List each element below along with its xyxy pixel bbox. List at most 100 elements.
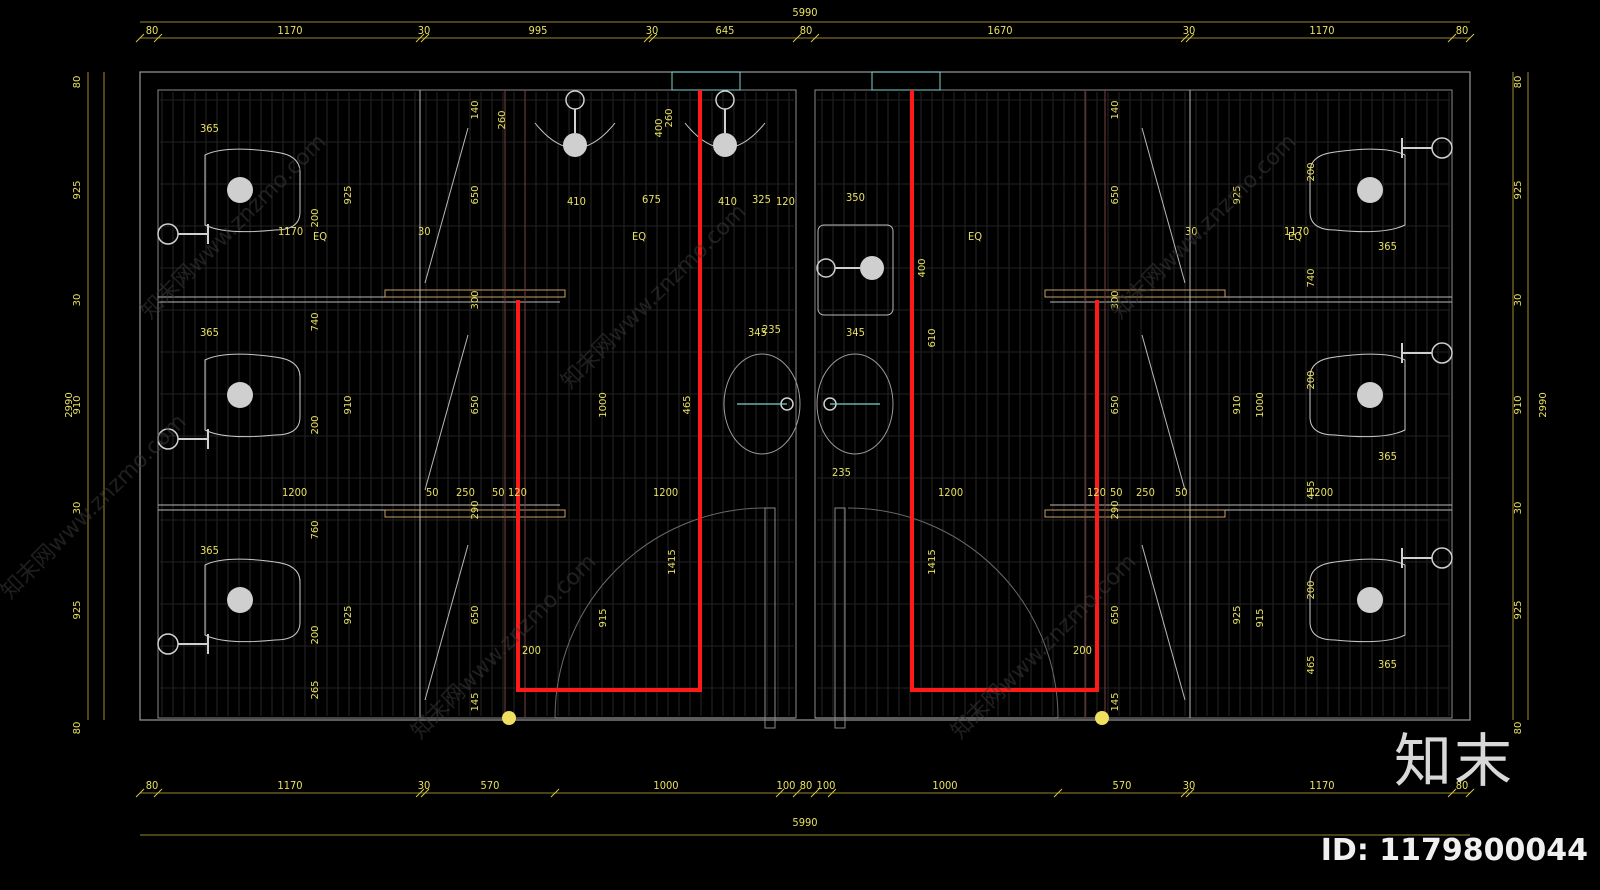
dim-tick [1447, 33, 1457, 43]
bottom-dimension-label: 30 [418, 779, 431, 792]
left-dimension-label: 30 [72, 502, 83, 515]
vertical-dimension-label: 910 [1232, 395, 1243, 414]
dim-tick [648, 33, 658, 43]
label-eq: EQ [632, 230, 646, 243]
left-dimension-label: 80 [72, 76, 83, 89]
label-50: 50 [426, 486, 439, 499]
wall-tile-hatching [160, 92, 1450, 716]
label-365: 365 [200, 326, 219, 339]
vertical-dimension-label: 650 [1110, 395, 1121, 414]
label-350: 350 [846, 191, 865, 204]
supply-pipe-left [516, 90, 702, 692]
label-365: 365 [1378, 240, 1397, 253]
bottom-dimension-label: 570 [1113, 779, 1132, 792]
bottom-dimension-label: 30 [1183, 779, 1196, 792]
vertical-dimension-label: 915 [598, 608, 609, 627]
label-365: 365 [200, 122, 219, 135]
outer-wall [139, 71, 1471, 721]
vertical-dimension-label: 925 [1232, 185, 1243, 204]
label-1200: 1200 [1308, 486, 1333, 499]
dim-tick [792, 33, 802, 43]
overall-height-left: 2990 [64, 392, 75, 417]
squat-toilet [1309, 148, 1406, 233]
label-200: 200 [1073, 644, 1092, 657]
wash-basin [723, 353, 801, 455]
label-675: 675 [642, 193, 661, 206]
vertical-dimension-label: 290 [470, 500, 481, 519]
top-dimension-label: 995 [529, 24, 548, 37]
dim-tick [775, 788, 785, 798]
dim-tick [827, 788, 837, 798]
vertical-dimension-label: 265 [310, 680, 321, 699]
label-1170: 1170 [1284, 225, 1309, 238]
label-365: 365 [1378, 658, 1397, 671]
dim-tick [1185, 33, 1195, 43]
image-id-label: ID: 1179800044 [1320, 833, 1588, 868]
pipe-outlet-right [1095, 711, 1109, 725]
label-eq: EQ [968, 230, 982, 243]
dim-tick [1465, 788, 1475, 798]
overall-height-right: 2990 [1538, 392, 1549, 417]
vertical-dimension-label: 260 [664, 108, 675, 127]
dim-tick [135, 33, 145, 43]
top-dimension-label: 30 [1183, 24, 1196, 37]
label-eq: EQ [1288, 230, 1302, 243]
dim-tick [1180, 33, 1190, 43]
vertical-dimension-label: 915 [1255, 608, 1266, 627]
squat-toilet [204, 148, 301, 233]
label-50: 50 [492, 486, 505, 499]
vertical-dimension-label: 200 [310, 415, 321, 434]
left-dimension-label: 925 [72, 180, 83, 199]
flush-valve [1401, 137, 1453, 159]
bottom-dimension-label: 100 [817, 779, 836, 792]
vertical-dimension-label: 1000 [598, 392, 609, 417]
right-dimension-label: 30 [1513, 294, 1524, 307]
label-1200: 1200 [653, 486, 678, 499]
flush-valve [157, 428, 209, 450]
top-dimension-label: 1170 [1309, 24, 1334, 37]
bottom-dimension-label: 1000 [653, 779, 678, 792]
label-1200: 1200 [282, 486, 307, 499]
fixtures-layer [157, 90, 1453, 655]
label-50: 50 [1175, 486, 1188, 499]
left-dimension-label: 925 [72, 600, 83, 619]
top-dimension-label: 80 [800, 24, 813, 37]
vertical-dimension-label: 650 [1110, 185, 1121, 204]
supply-pipe-right [910, 90, 1099, 692]
bottom-dimension-label: 570 [481, 779, 500, 792]
vertical-dimension-label: 300 [1110, 290, 1121, 309]
dim-tick [135, 788, 145, 798]
label-235: 235 [832, 466, 851, 479]
dim-tick [153, 788, 163, 798]
vertical-dimension-label: 290 [1110, 500, 1121, 519]
watermark-text: 知末网www.znzmo.com [1107, 129, 1302, 324]
vertical-dimension-label: 400 [917, 258, 928, 277]
label-250: 250 [1136, 486, 1155, 499]
top-dimension-label: 1670 [987, 24, 1012, 37]
dim-tick [810, 33, 820, 43]
vertical-dimension-label: 925 [343, 605, 354, 624]
vertical-dimension-label: 740 [310, 312, 321, 331]
right-dimension-label: 80 [1513, 722, 1524, 735]
squat-toilet [204, 558, 301, 643]
top-dimension-label: 1170 [277, 24, 302, 37]
vertical-dimension-label: 925 [1232, 605, 1243, 624]
label-120: 120 [776, 195, 795, 208]
vertical-dimension-label: 465 [1306, 655, 1317, 674]
vertical-dimension-label: 145 [470, 692, 481, 711]
dim-tick [415, 33, 425, 43]
label-eq: EQ [313, 230, 327, 243]
flush-valve [157, 633, 209, 655]
dim-tick [1053, 788, 1063, 798]
vertical-dimension-label: 610 [927, 328, 938, 347]
top-dimension-label: 30 [418, 24, 431, 37]
label-1200: 1200 [938, 486, 963, 499]
label-30: 30 [418, 225, 431, 238]
inner-wall-right [814, 89, 1453, 719]
label-235: 235 [762, 323, 781, 336]
right-dimension-label: 30 [1513, 502, 1524, 515]
label-325: 325 [752, 193, 771, 206]
flush-valve [1401, 342, 1453, 364]
vertical-dimension-label: 200 [310, 625, 321, 644]
squat-toilet [204, 353, 301, 438]
